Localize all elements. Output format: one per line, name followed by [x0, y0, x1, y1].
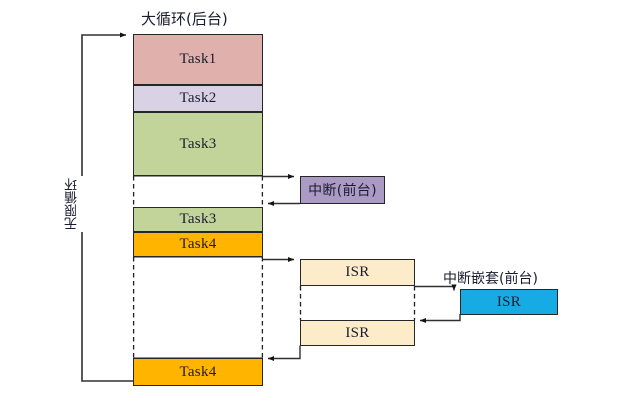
task-block-task2[interactable]: Task2: [133, 85, 263, 112]
task-block-task1[interactable]: Task1: [133, 34, 263, 85]
task-block-task4-second[interactable]: Task4: [133, 358, 263, 386]
nested-interrupt-title: 中断嵌套(前台): [443, 271, 538, 287]
background-loop-title: 大循环(后台): [141, 10, 228, 28]
background-column-guides: [132, 176, 264, 358]
isr-block-second[interactable]: ISR: [300, 320, 415, 346]
isr-column-guides: [299, 286, 416, 320]
task-block-task3-second[interactable]: Task3: [133, 207, 263, 232]
arrow-isr-to-nested-isr: [414, 284, 457, 291]
isr-block-nested[interactable]: ISR: [460, 289, 558, 315]
interrupt-block-foreground[interactable]: 中断(前台): [300, 176, 385, 204]
task-block-task4-first[interactable]: Task4: [133, 232, 263, 257]
infinite-loop-caption: 无限循环: [65, 176, 84, 232]
task-block-task3-first[interactable]: Task3: [133, 112, 263, 176]
arrow-isr-to-task: [267, 345, 301, 362]
arrow-nested-isr-to-isr: [419, 314, 461, 324]
background-column-gap-edges: [133, 175, 263, 359]
isr-block-first[interactable]: ISR: [300, 259, 415, 286]
